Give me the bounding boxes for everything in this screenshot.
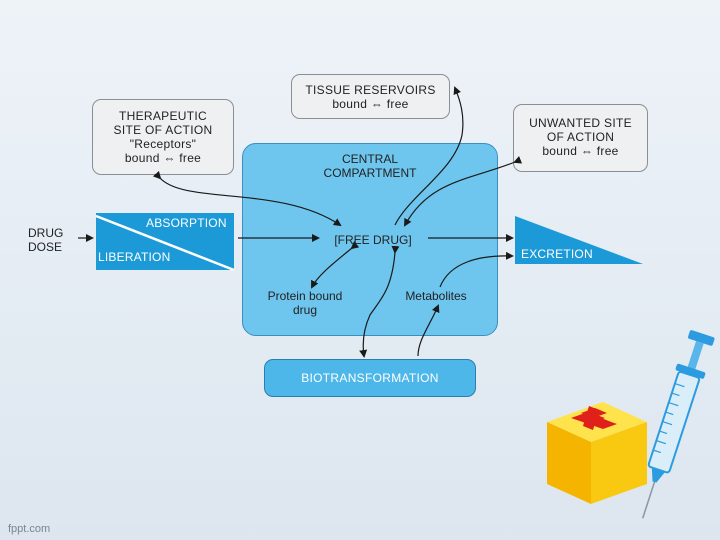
- arrow-therapeutic-to-free: [152, 170, 342, 227]
- therapeutic-line2: SITE OF ACTION: [113, 123, 213, 137]
- metabolites-label: Metabolites: [405, 289, 467, 303]
- unwanted-line3: bound ⇔ free: [542, 144, 619, 158]
- drug-dose-label: DRUG DOSE: [28, 226, 74, 254]
- excretion-wedge: [515, 216, 643, 264]
- unwanted-line1: UNWANTED SITE: [529, 116, 632, 130]
- arrow-free-to-protein: [311, 241, 360, 289]
- drug-dose-line2: DOSE: [28, 240, 63, 254]
- central-line1: CENTRAL: [341, 152, 398, 166]
- tissue-line2: bound ⇔ free: [332, 97, 409, 111]
- central-compartment-label: CENTRAL COMPARTMENT: [302, 152, 438, 180]
- arrow-unwanted-to-free: [404, 156, 523, 227]
- absorption-divider: [95, 214, 235, 272]
- syringe-icon: [641, 330, 715, 519]
- arrow-free-to-biotrans: [359, 245, 400, 358]
- excretion-label: EXCRETION: [521, 247, 593, 261]
- arrow-biotrans-to-metabolites: [417, 304, 440, 357]
- medical-kit-icon: [547, 402, 647, 504]
- drug-dose-line1: DRUG: [28, 226, 64, 240]
- protein-line1: Protein bound: [267, 289, 343, 303]
- therapeutic-line1: THERAPEUTIC: [119, 109, 207, 123]
- central-line2: COMPARTMENT: [323, 166, 417, 180]
- tissue-line1: TISSUE RESERVOIRS: [305, 83, 436, 97]
- therapeutic-line4: bound ⇔ free: [124, 151, 202, 165]
- liberation-label: LIBERATION: [98, 250, 171, 264]
- biotransformation-box: BIOTRANSFORMATION: [264, 359, 476, 397]
- tissue-reservoirs-box: TISSUE RESERVOIRS bound ⇔ free: [291, 74, 450, 119]
- unwanted-site-box: UNWANTED SITE OF ACTION bound ⇔ free: [513, 104, 648, 172]
- arrow-metabolites-to-excretion: [439, 251, 514, 288]
- protein-line2: drug: [292, 303, 318, 317]
- arrow-free-to-tissue: [394, 86, 464, 226]
- protein-bound-label: Protein bound drug: [256, 289, 354, 317]
- therapeutic-site-box: THERAPEUTIC SITE OF ACTION "Receptors" b…: [92, 99, 234, 175]
- footer-brand: fppt.com: [8, 523, 51, 535]
- therapeutic-line3: "Receptors": [129, 137, 197, 151]
- unwanted-line2: OF ACTION: [546, 130, 615, 144]
- biotransformation-label: BIOTRANSFORMATION: [301, 371, 439, 385]
